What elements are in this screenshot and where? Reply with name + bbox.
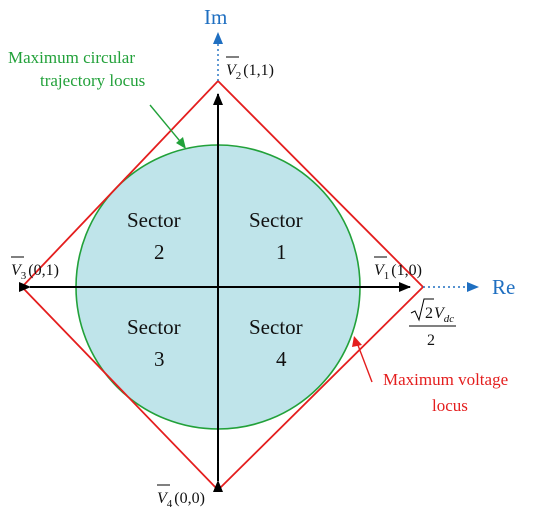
diamond-callout-pointer <box>355 339 373 383</box>
svg-text:V2(1,1): V2(1,1) <box>226 62 274 82</box>
vector-subscript: 3 <box>21 270 27 282</box>
svg-text:V3(0,1): V3(0,1) <box>11 262 59 282</box>
svg-text:V4(0,0): V4(0,0) <box>157 490 205 510</box>
vector-symbol: V <box>226 62 238 79</box>
circle-callout-arrowhead <box>176 137 186 149</box>
real-axis-label: Re <box>492 275 515 299</box>
svg-text:V1(1,0): V1(1,0) <box>374 262 422 282</box>
circle-callout-pointer <box>149 104 185 147</box>
vector-symbol: V <box>374 262 386 279</box>
vector-state: (1,1) <box>243 62 274 79</box>
diamond-callout-arrowhead <box>352 336 362 347</box>
sector-1-label: Sector <box>249 208 303 232</box>
magnitude-subscript: dc <box>444 313 455 325</box>
circle-callout-line1: Maximum circular <box>8 48 135 67</box>
vector-v2-label: V2(1,1) <box>226 56 274 82</box>
sqrt-radicand: 2 <box>425 305 433 322</box>
vector-state: (0,1) <box>28 262 59 279</box>
sector-4-label: Sector <box>249 315 303 339</box>
sector-2-label: Sector <box>127 208 181 232</box>
vector-subscript: 2 <box>236 70 242 82</box>
magnitude-fraction: 2Vdc 2 <box>409 298 456 349</box>
svg-text:2Vdc: 2Vdc <box>425 305 454 325</box>
magnitude-symbol: V <box>434 305 446 322</box>
sector-2-number: 2 <box>154 240 165 264</box>
diamond-callout-line1: Maximum voltage <box>383 370 508 389</box>
diamond-callout-line2: locus <box>432 396 468 415</box>
imag-axis-label: Im <box>204 5 227 29</box>
sector-3-number: 3 <box>154 347 165 371</box>
vector-v1-label: V1(1,0) <box>374 256 422 282</box>
fraction-denominator: 2 <box>427 332 435 349</box>
vector-v3-label: V3(0,1) <box>11 256 59 282</box>
circle-callout-line2: trajectory locus <box>40 71 145 90</box>
sector-4-number: 4 <box>276 347 287 371</box>
vector-subscript: 1 <box>384 270 390 282</box>
vector-symbol: V <box>11 262 23 279</box>
sector-3-label: Sector <box>127 315 181 339</box>
vector-v4-label: V4(0,0) <box>157 484 205 510</box>
vector-symbol: V <box>157 490 169 507</box>
sqrt-sign <box>410 298 434 322</box>
vector-state: (1,0) <box>391 262 422 279</box>
vector-subscript: 4 <box>167 498 173 510</box>
sector-1-number: 1 <box>276 240 287 264</box>
vector-state: (0,0) <box>174 490 205 507</box>
